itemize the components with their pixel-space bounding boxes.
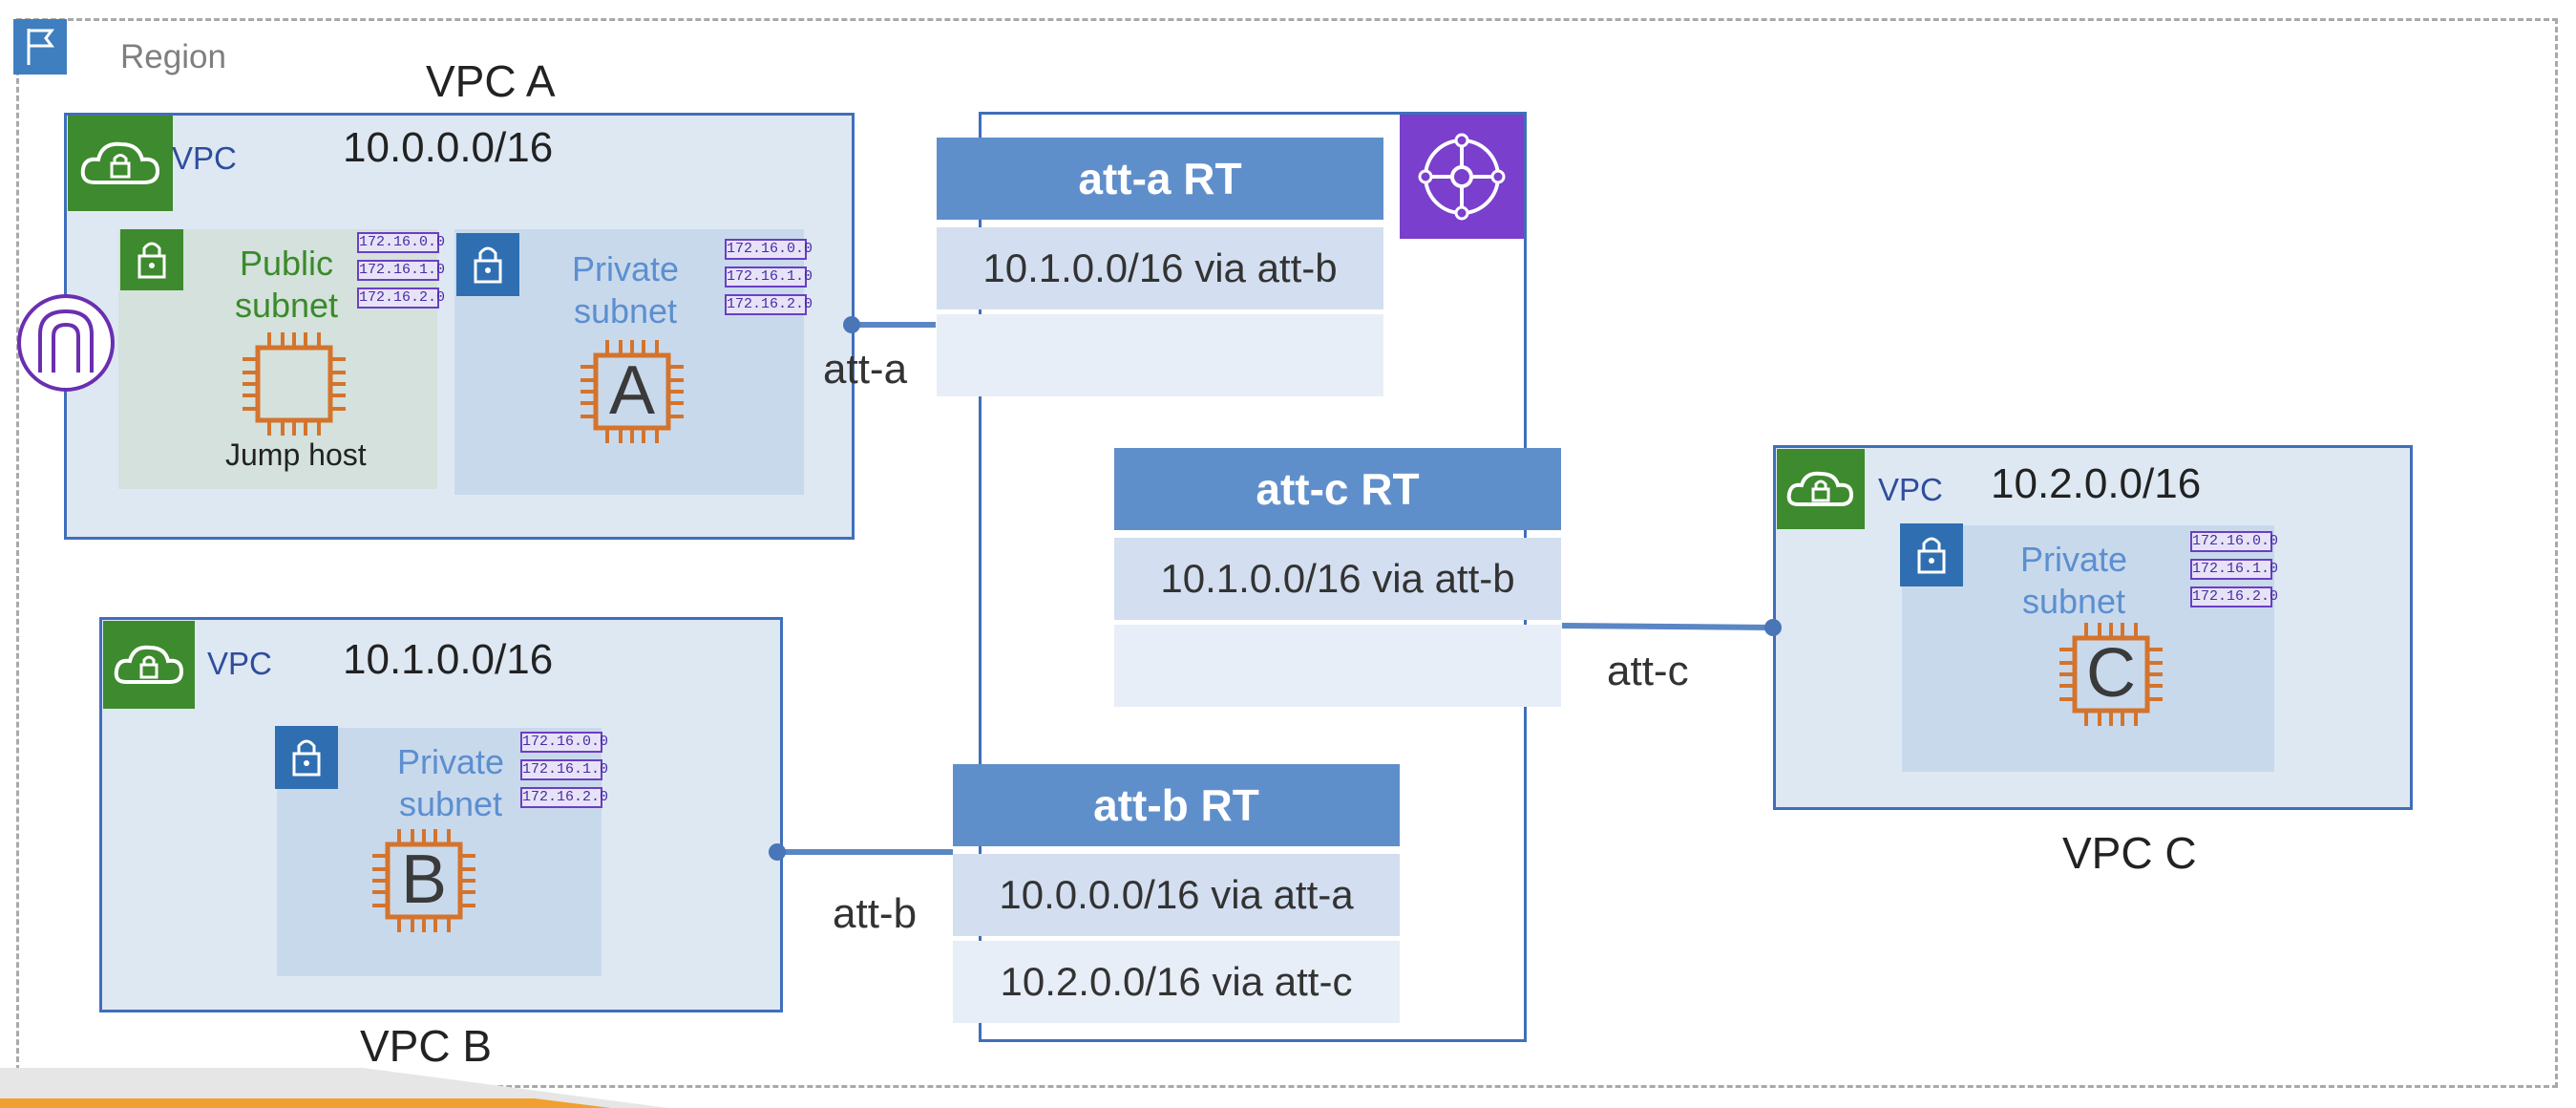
- vpc-c-cidr: 10.2.0.0/16: [1991, 460, 2202, 507]
- route-entry: 172.16.1.0: [2190, 559, 2278, 580]
- vpc-c-tag: VPC: [1878, 472, 1943, 507]
- route-entry: 172.16.2.0: [725, 294, 813, 315]
- att-c-route-row-empty: [1114, 625, 1561, 707]
- lock-icon: [275, 726, 338, 789]
- route-entry: 172.16.2.0: [2190, 586, 2278, 607]
- route-entry: 172.16.2.0: [520, 787, 608, 808]
- route-entry: 172.16.2.0: [357, 288, 445, 309]
- att-a-endpoint: [843, 316, 860, 333]
- vpc-b-title: VPC B: [360, 1021, 493, 1071]
- lock-icon: [1900, 523, 1963, 586]
- route-table-icon: 172.16.0.0 172.16.1.0 172.16.2.0: [2190, 531, 2278, 614]
- public-subnet-label: Public subnet: [234, 244, 339, 325]
- private-subnet-label: Private subnet: [2019, 540, 2128, 621]
- att-b-endpoint: [769, 843, 786, 861]
- vpc-c-title: VPC C: [2062, 828, 2197, 878]
- vpc-a-title: VPC A: [426, 56, 556, 106]
- route-table-icon: 172.16.0.0 172.16.1.0 172.16.2.0: [357, 232, 445, 315]
- region-boundary: [16, 18, 2558, 1088]
- vpc-cloud-icon: [68, 116, 173, 211]
- flag-icon: [13, 19, 67, 75]
- ec2-instance-icon: [370, 827, 477, 934]
- route-table-icon: 172.16.0.0 172.16.1.0 172.16.2.0: [520, 732, 608, 815]
- att-a-route-row-empty: [937, 314, 1383, 396]
- att-b-route-row: 10.0.0.0/16 via att-a: [953, 854, 1400, 936]
- vpc-b-cidr: 10.1.0.0/16: [343, 636, 554, 683]
- att-c-route-table-header: att-c RT: [1114, 448, 1561, 530]
- route-entry: 172.16.0.0: [357, 232, 445, 253]
- ec2-instance-icon: [2058, 621, 2164, 728]
- att-b-route-table-header: att-b RT: [953, 764, 1400, 846]
- private-subnet-label: Private subnet: [571, 249, 680, 330]
- route-entry: 172.16.1.0: [357, 260, 445, 281]
- att-b-label: att-b: [833, 890, 918, 937]
- instance-letter: C: [2086, 635, 2136, 712]
- att-a-route-table-header: att-a RT: [937, 138, 1383, 220]
- ec2-instance-icon: [579, 338, 686, 445]
- region-label: Region: [120, 38, 226, 75]
- att-c-endpoint: [1764, 619, 1782, 636]
- route-entry: 172.16.1.0: [520, 759, 608, 780]
- vpc-a-cidr: 10.0.0.0/16: [343, 124, 554, 171]
- vpc-b-tag: VPC: [207, 646, 272, 681]
- instance-letter: A: [608, 352, 656, 429]
- private-subnet-label: Private subnet: [396, 742, 505, 823]
- route-table-icon: 172.16.0.0 172.16.1.0 172.16.2.0: [725, 239, 813, 322]
- att-b-route-row: 10.2.0.0/16 via att-c: [953, 941, 1400, 1023]
- lock-icon: [456, 233, 519, 296]
- internet-gateway-icon: [15, 292, 116, 394]
- route-entry: 172.16.1.0: [725, 266, 813, 288]
- route-entry: 172.16.0.0: [520, 732, 608, 753]
- jump-host-label: Jump host: [225, 437, 367, 472]
- transit-gateway-icon: [1400, 115, 1524, 239]
- route-entry: 172.16.0.0: [725, 239, 813, 260]
- route-entry: 172.16.0.0: [2190, 531, 2278, 552]
- vpc-a-tag: VPC: [172, 140, 237, 176]
- att-a-route-row: 10.1.0.0/16 via att-b: [937, 227, 1383, 309]
- ec2-instance-icon: [241, 330, 348, 437]
- vpc-cloud-icon: [1777, 449, 1865, 529]
- att-c-label: att-c: [1607, 648, 1689, 694]
- instance-letter: B: [400, 842, 448, 918]
- att-a-label: att-a: [823, 346, 908, 393]
- att-c-connector: [1561, 623, 1774, 630]
- lock-icon: [120, 229, 183, 290]
- att-c-route-row: 10.1.0.0/16 via att-b: [1114, 538, 1561, 620]
- vpc-cloud-icon: [103, 621, 195, 709]
